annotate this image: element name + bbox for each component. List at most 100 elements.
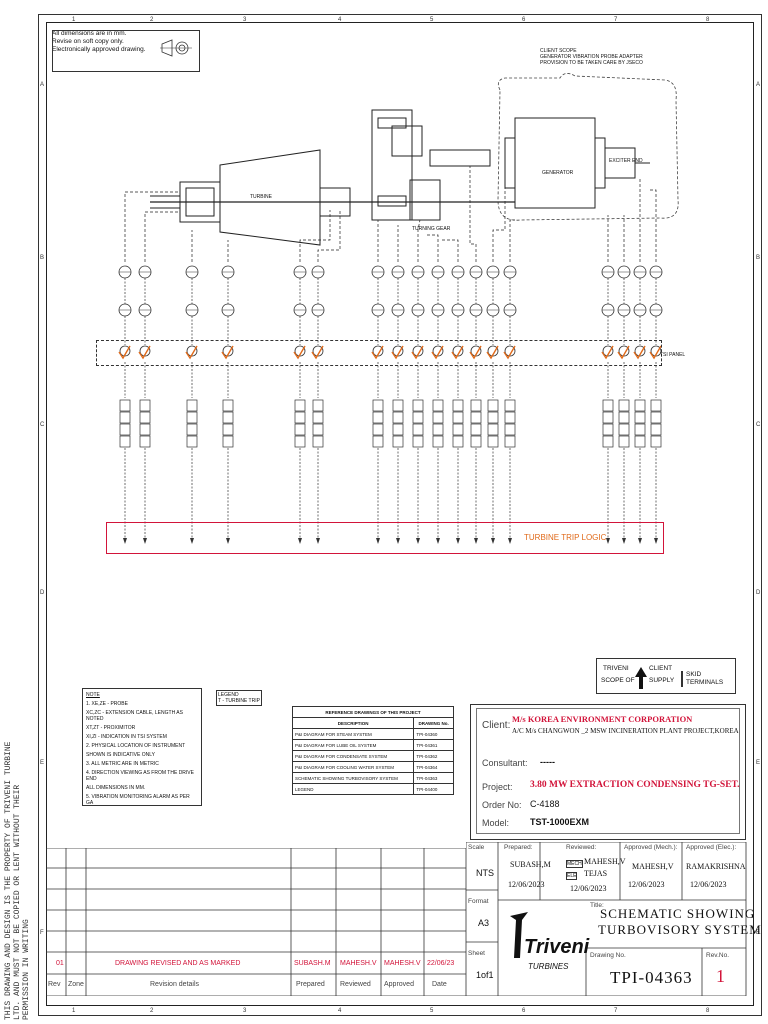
trip-logic-box — [106, 522, 664, 554]
zone-letter: B — [756, 255, 761, 261]
revision-details: DRAWING REVISED AND AS MARKED — [115, 960, 241, 967]
tsi-panel-box — [96, 340, 662, 366]
relay-block — [650, 423, 662, 436]
relay-block — [139, 411, 151, 424]
relay-block — [618, 423, 630, 436]
relay-block — [119, 423, 131, 436]
zone-letter: B — [40, 255, 45, 261]
relay-block — [294, 435, 306, 448]
zone-number: 3 — [243, 1008, 247, 1014]
scope-legend: TRIVENI SCOPE OF CLIENT SUPPLY SKID TERM… — [596, 658, 736, 694]
prepared-name: SUBASH,M — [510, 860, 551, 869]
check-mark-icon — [617, 345, 630, 360]
indicator-circle — [487, 345, 499, 357]
reference-drawings-table: REFERENCE DRAWINGS OF THIS PROJECT DESCR… — [291, 706, 454, 795]
relay-block — [392, 435, 404, 448]
reference-cell: TPI-04400 — [413, 783, 454, 795]
indicator-circle — [412, 345, 424, 357]
relay-block — [294, 411, 306, 424]
zone-number: 4 — [338, 1008, 342, 1014]
relay-block — [186, 435, 198, 448]
consultant-label: Consultant: — [482, 758, 528, 768]
relay-block — [186, 423, 198, 436]
relay-block — [504, 411, 516, 424]
mech-tag: MECH — [566, 860, 583, 868]
relay-block — [139, 435, 151, 448]
relay-block — [222, 423, 234, 436]
relay-block — [470, 411, 482, 424]
probe-wiring — [124, 166, 657, 262]
indicator-circle — [504, 345, 516, 357]
client-label: Client: — [482, 720, 511, 731]
revision-number: 01 — [56, 960, 64, 967]
gearbox — [371, 109, 413, 221]
small-legend: LEGEND T - TURBINE TRIP — [216, 690, 262, 706]
check-mark-icon — [411, 345, 424, 360]
relay-block — [222, 399, 234, 412]
check-mark-icon — [451, 345, 464, 360]
zone-number: 7 — [614, 1008, 618, 1014]
zone-number: 6 — [522, 17, 526, 23]
relay-block — [470, 423, 482, 436]
revision-header: Prepared — [296, 981, 325, 988]
relay-block — [432, 435, 444, 448]
relay-block — [487, 423, 499, 436]
turning-gear-label: TURNING GEAR — [412, 226, 451, 232]
projection-symbol-icon — [160, 39, 192, 57]
note-line: XI,ZI - INDICATION IN TSI SYSTEM — [86, 734, 167, 740]
model-label: Model: — [482, 818, 510, 828]
col-header: DRAWING No. — [413, 717, 454, 729]
relay-block — [470, 399, 482, 412]
indicator-circle — [452, 345, 464, 357]
zone-letter: F — [40, 930, 44, 936]
arrow-icon — [416, 538, 420, 544]
title-block-grid — [466, 842, 747, 996]
scope-client: CLIENT — [649, 665, 673, 672]
scale-label: Scale — [468, 844, 485, 851]
note-line: XC,ZC - EXTENSION CABLE, LENGTH AS NOTED — [86, 710, 183, 722]
reviewed-date: 12/06/2023 — [570, 884, 607, 893]
note-line: 4. DIRECTION VIEWING AS FROM THE DRIVE E… — [86, 770, 194, 782]
triveni-logo-icon — [510, 912, 528, 958]
reviewed-mech: MAHESH,V — [584, 857, 626, 866]
arrow-icon — [508, 538, 512, 544]
revision-date: 22/06/23 — [427, 960, 455, 967]
order-value: C-4188 — [530, 799, 560, 809]
relay-block — [432, 399, 444, 412]
revision-header: Rev — [48, 981, 61, 988]
relay-block — [452, 411, 464, 424]
check-mark-icon — [293, 345, 306, 360]
revision-approved: MAHESH.V — [384, 960, 421, 967]
reference-cell: P&I DIAGRAM FOR CONDENSATE SYSTEM — [291, 750, 415, 762]
zone-letter: E — [40, 760, 45, 766]
relay-block — [294, 399, 306, 412]
relay-block — [452, 435, 464, 448]
note-line: PROVISION TO BE TAKEN CARE BY JSECO — [540, 60, 643, 66]
indicator-circle — [139, 345, 151, 357]
arrow-icon — [396, 538, 400, 544]
approved-mech-name: MAHESH,V — [632, 862, 674, 871]
reference-cell: P&I DIAGRAM FOR LUBE OIL SYSTEM — [291, 739, 415, 751]
relay-block — [487, 411, 499, 424]
zone-number: 7 — [614, 17, 618, 23]
approved-elec-name: RAMAKRISHNA — [686, 862, 746, 871]
sheet-label: Sheet — [468, 950, 485, 957]
approved-elec-date: 12/06/2023 — [690, 880, 727, 889]
rev-no-value: 1 — [716, 966, 725, 986]
exciter-label: EXCITER END — [609, 158, 643, 164]
arrow-icon — [298, 538, 302, 544]
relay-block — [650, 411, 662, 424]
reference-cell: P&I DIAGRAM FOR COOLING WATER SYSTEM — [291, 761, 415, 773]
note-line: Revise on soft copy only. — [52, 38, 124, 45]
title-label: Title: — [590, 902, 604, 909]
legend-title: LEGEND — [218, 692, 239, 698]
relay-block — [487, 399, 499, 412]
revision-reviewed: MAHESH.V — [340, 960, 377, 967]
reference-cell: TPI-04360 — [413, 728, 454, 740]
relay-block — [372, 423, 384, 436]
arrow-icon — [606, 538, 610, 544]
arrow-icon — [376, 538, 380, 544]
